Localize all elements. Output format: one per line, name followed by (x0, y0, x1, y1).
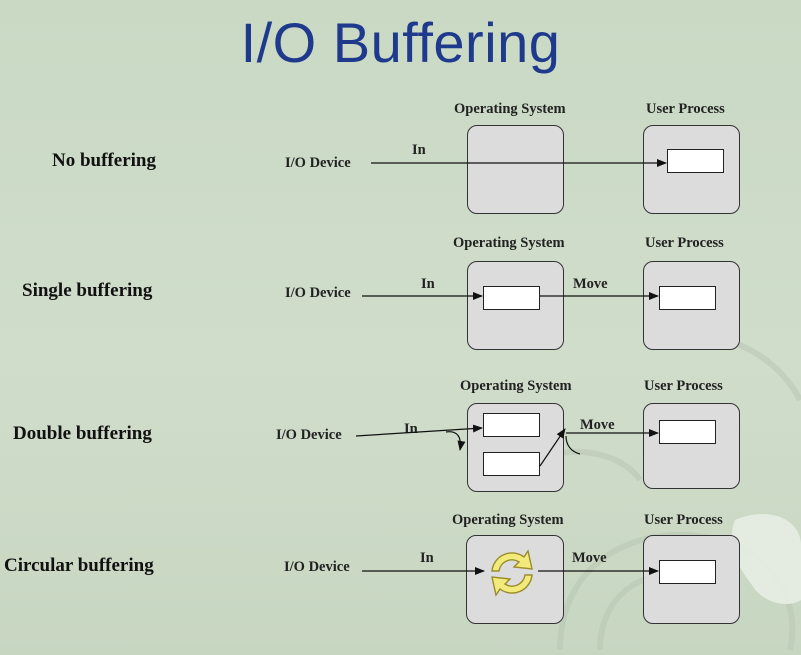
os-label-2: Operating System (453, 235, 565, 251)
os-buffer-3b (483, 452, 540, 476)
io-device-label-3: I/O Device (276, 427, 342, 443)
user-process-box-3 (643, 403, 740, 489)
move-label-2: Move (573, 276, 608, 292)
row-label-double-buffering: Double buffering (13, 423, 152, 444)
os-box-4 (466, 535, 564, 624)
io-device-label-1: I/O Device (285, 155, 351, 171)
move-label-4: Move (572, 550, 607, 566)
os-buffer-3a (483, 413, 540, 437)
row-label-single-buffering: Single buffering (22, 280, 153, 301)
user-buffer-4 (659, 560, 716, 584)
row-label-no-buffering: No buffering (52, 150, 156, 171)
io-device-label-2: I/O Device (285, 285, 351, 301)
move-label-3: Move (580, 417, 615, 433)
os-label-4: Operating System (452, 512, 564, 528)
user-process-label-3: User Process (644, 378, 723, 394)
curl-right-3 (565, 435, 581, 455)
user-buffer-2 (659, 286, 716, 310)
os-label-3: Operating System (460, 378, 572, 394)
user-buffer-3 (659, 420, 716, 444)
user-buffer-1 (667, 149, 724, 173)
os-box-1 (467, 125, 564, 214)
slide-title: I/O Buffering (240, 11, 561, 74)
user-process-label-1: User Process (646, 101, 725, 117)
in-label-4: In (420, 550, 434, 566)
arrow-in-3 (355, 424, 483, 437)
in-label-2: In (421, 276, 435, 292)
user-process-label-2: User Process (645, 235, 724, 251)
row-label-circular-buffering: Circular buffering (4, 555, 154, 576)
user-process-label-4: User Process (644, 512, 723, 528)
arrow-buffer-swap-3 (539, 428, 566, 467)
io-device-label-4: I/O Device (284, 559, 350, 575)
circular-arrows-icon (491, 549, 533, 597)
os-label-1: Operating System (454, 101, 566, 117)
curl-left-3 (445, 431, 466, 451)
os-buffer-2 (483, 286, 540, 310)
in-label-1: In (412, 142, 426, 158)
